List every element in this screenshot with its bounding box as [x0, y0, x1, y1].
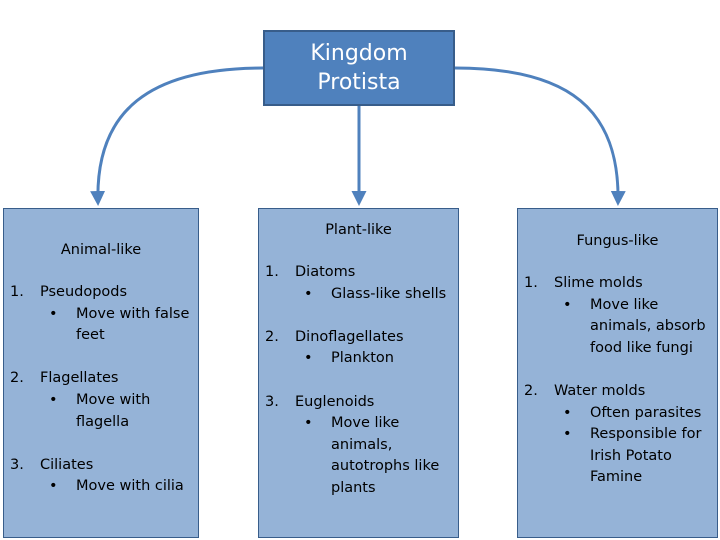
group-title: Dinoflagellates [295, 328, 404, 345]
bullet-text: Plankton [331, 350, 394, 367]
root-node-kingdom-protista: Kingdom Protista [263, 30, 455, 106]
group-title: Slime molds [554, 275, 643, 291]
branch-fungus-like: Fungus-like 1. Slime molds • Move like ani… [517, 208, 718, 538]
bullet-text: Move like animals, absorb food like fung… [590, 296, 706, 356]
group-number: 3. [265, 393, 279, 410]
bullet-text: Move with false feet [76, 305, 190, 344]
bullet-dot-icon: • [49, 305, 58, 322]
group-item: 3. Euglenoids • Move like animals, autotro… [265, 392, 454, 500]
connector-to-fungus-like [454, 66, 626, 206]
root-title-line-2: Protista [317, 70, 401, 95]
group-number: 1. [265, 264, 279, 280]
group-item: 2. Dinoflagellates • Plankton [265, 327, 454, 370]
bullet-dot-icon: • [563, 426, 572, 443]
bullet-dot-icon: • [304, 415, 313, 432]
bullet-item: • Plankton [304, 348, 454, 370]
bullet-item: • Often parasites [563, 403, 713, 425]
group-title: Water molds [554, 382, 646, 399]
group-number: 2. [10, 370, 24, 387]
bullet-text: Responsible for Irish Potato Famine [590, 426, 702, 486]
group-item: 1. Diatoms • Glass-like shells [265, 262, 454, 305]
root-title: Kingdom Protista [310, 39, 407, 97]
group-list: 1. Pseudopods • Move with false feet 2. Fla… [10, 282, 194, 520]
branch-heading: Animal-like [60, 242, 142, 258]
bullet-item: • Move like animals, absorb food like fun… [563, 295, 713, 360]
group-title: Ciliates [40, 456, 94, 473]
bullet-text: Glass-like shells [331, 285, 447, 302]
bullet-text: Often parasites [590, 404, 702, 421]
group-title: Pseudopods [40, 284, 128, 300]
bullet-dot-icon: • [304, 350, 313, 367]
group-title: Euglenoids [295, 393, 375, 410]
group-list: 1. Diatoms • Glass-like shells 2. Dinoflage… [265, 262, 454, 521]
bullet-dot-icon: • [563, 404, 572, 421]
bullet-text: Move with flagella [76, 391, 151, 430]
group-number: 2. [524, 382, 538, 399]
bullet-text: Move like animals, autotrophs like plant… [331, 415, 440, 496]
bullet-item: • Responsible for Irish Potato Famine [563, 424, 713, 489]
group-item: 1. Pseudopods • Move with false feet [10, 282, 194, 347]
bullet-dot-icon: • [563, 296, 572, 313]
bullet-dot-icon: • [304, 285, 313, 302]
bullet-item: • Move like animals, autotrophs like plan… [304, 413, 454, 499]
group-item: 3. Ciliates • Move with cilia [10, 455, 194, 498]
bullet-item: • Move with cilia [49, 476, 194, 498]
group-number: 3. [10, 456, 24, 473]
branch-heading: Fungus-like [576, 233, 659, 249]
bullet-item: • Move with flagella [49, 390, 194, 433]
group-number: 1. [10, 284, 24, 300]
bullet-dot-icon: • [49, 391, 58, 408]
connector-to-animal-like [90, 66, 264, 206]
branch-animal-like: Animal-like 1. Pseudopods • Move with fals… [3, 208, 199, 538]
group-list: 1. Slime molds • Move like animals, absorb… [524, 273, 713, 511]
group-number: 1. [524, 275, 538, 291]
group-item: 2. Flagellates • Move with flagella [10, 368, 194, 433]
bullet-item: • Glass-like shells [304, 284, 454, 306]
branch-plant-like: Plant-like 1. Diatoms • Glass-like shells … [258, 208, 459, 538]
bullet-dot-icon: • [49, 478, 58, 495]
bullet-text: Move with cilia [76, 478, 184, 495]
group-title: Flagellates [40, 370, 119, 387]
bullet-item: • Move with false feet [49, 304, 194, 347]
group-item: 2. Water molds • Often parasites • Responsi… [524, 381, 713, 489]
group-title: Diatoms [295, 264, 356, 280]
group-number: 2. [265, 328, 279, 345]
group-item: 1. Slime molds • Move like animals, absorb… [524, 273, 713, 359]
root-title-line-1: Kingdom [310, 41, 408, 66]
branch-heading: Plant-like [325, 222, 392, 238]
